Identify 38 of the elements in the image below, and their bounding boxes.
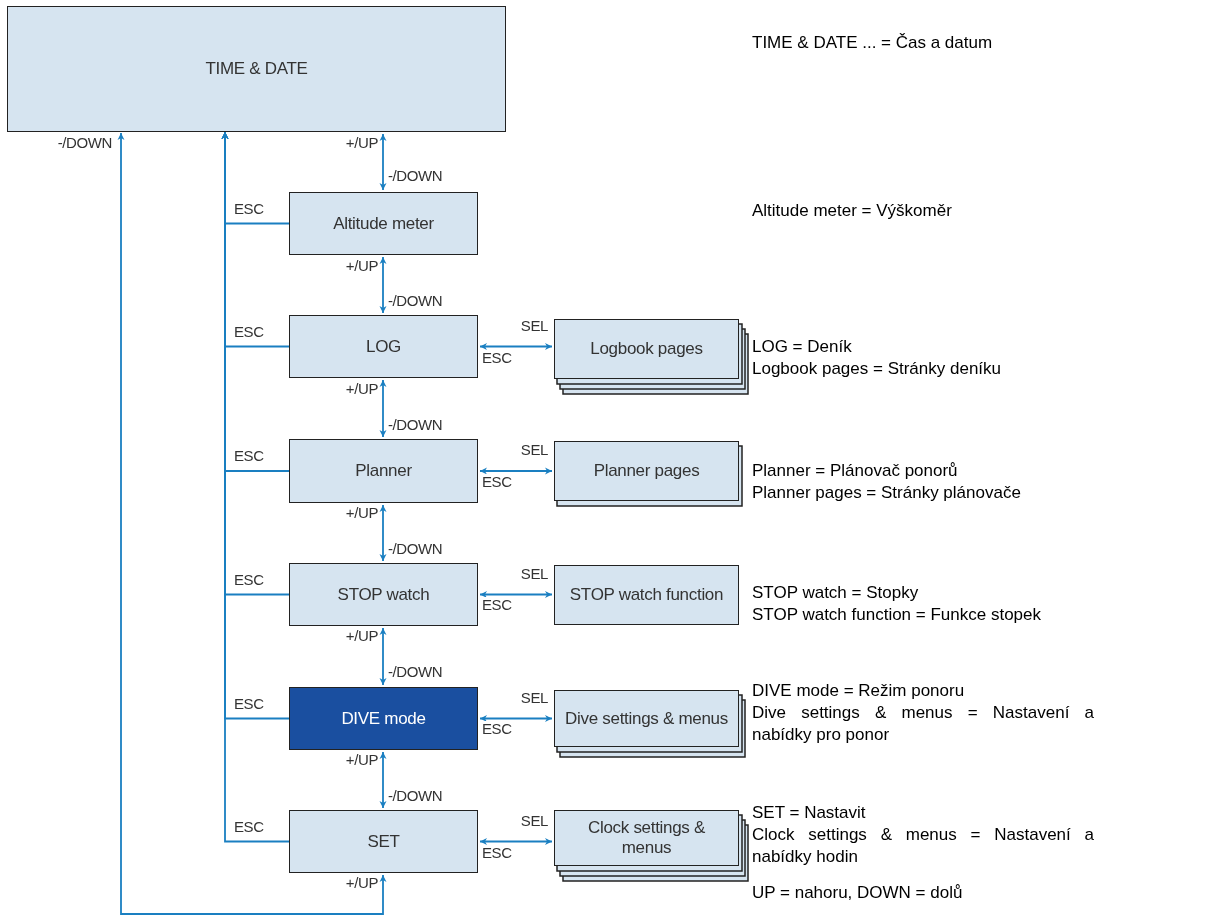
arrow	[479, 715, 553, 722]
menu-box: DIVE mode	[289, 687, 478, 750]
menu-box: TIME & DATE	[7, 6, 506, 132]
menu-box: Altitude meter	[289, 192, 478, 255]
translation-note: Logbook pages = Stránky deníku	[752, 358, 1002, 380]
arrow	[479, 343, 553, 350]
translation-note: Planner pages = Stránky plánovače	[752, 482, 1021, 504]
menu-box: STOP watch	[289, 563, 478, 626]
arrow	[117, 132, 387, 915]
arrow	[379, 627, 387, 686]
translation-note: UP = nahoru, DOWN = dolů	[752, 882, 963, 904]
page-stack-box: Logbook pages	[554, 319, 739, 379]
translation-note: LOG = Deník	[752, 336, 852, 358]
page-stack-box: Clock settings & menus	[554, 810, 739, 866]
arrow	[479, 838, 553, 845]
page-stack-box: Planner pages	[554, 441, 739, 501]
menu-box: STOP watch function	[554, 565, 739, 625]
menu-box: SET	[289, 810, 478, 873]
translation-note: SET = Nastavit	[752, 802, 866, 824]
translation-note: STOP watch function = Funkce stopek	[752, 604, 1041, 626]
arrow	[379, 379, 387, 438]
arrow	[379, 133, 387, 191]
translation-note: Dive settings & menus = Nastavení a nabídky pro ponor	[752, 702, 1094, 746]
arrow	[479, 591, 553, 598]
arrow	[379, 256, 387, 314]
translation-note: STOP watch = Stopky	[752, 582, 919, 604]
escape-connector	[221, 131, 290, 843]
translation-note: TIME & DATE ... = Čas a datum	[752, 32, 993, 54]
translation-note: DIVE mode = Režim ponoru	[752, 680, 965, 702]
translation-note: Altitude meter = Výškoměr	[752, 200, 952, 222]
translation-note: Clock settings & menus = Nastavení a nabídky hodin	[752, 824, 1094, 868]
menu-box: Planner	[289, 439, 478, 503]
translation-note: Planner = Plánovač ponorů	[752, 460, 958, 482]
menu-box: LOG	[289, 315, 478, 378]
arrow	[479, 467, 553, 475]
page-stack-box: Dive settings & menus	[554, 690, 739, 747]
arrow	[379, 504, 387, 562]
arrow	[379, 751, 387, 809]
